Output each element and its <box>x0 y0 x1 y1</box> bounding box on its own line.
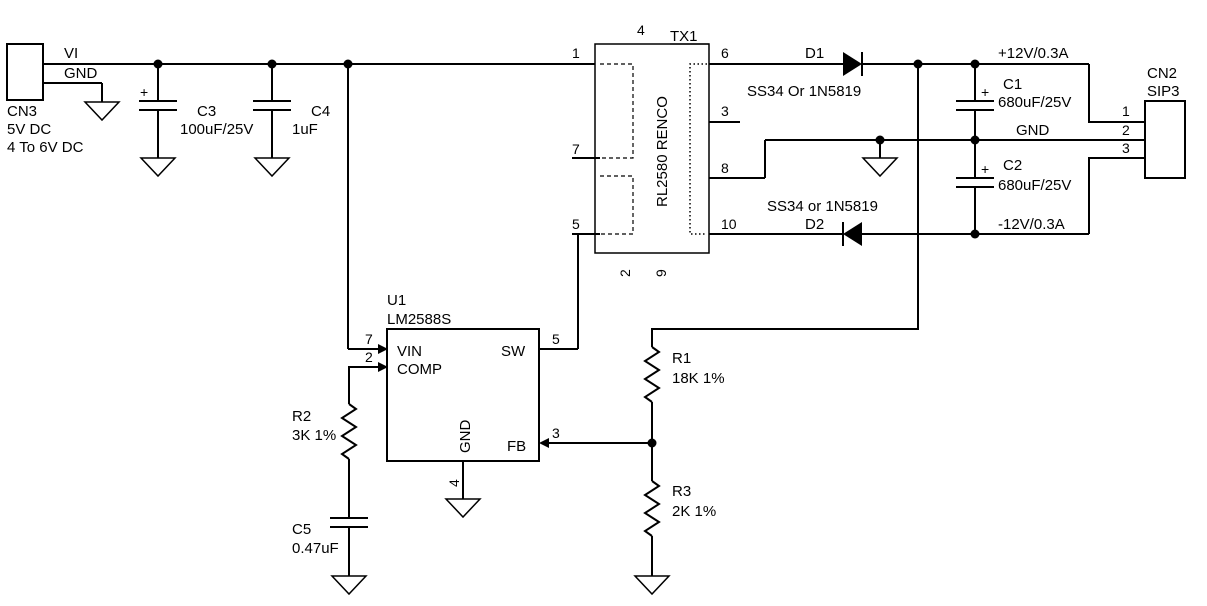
r3-ref: R3 <box>672 483 691 500</box>
c3-ground-symbol <box>140 157 176 177</box>
d1-part: SS34 Or 1N5819 <box>747 83 861 100</box>
u1-ground-symbol <box>445 498 481 518</box>
tx1-transformer: TX1 RL2580 RENCO 1 4 7 5 2 9 6 3 8 10 <box>572 22 843 277</box>
u1-pin-vin-label: VIN <box>397 343 422 360</box>
c5-ref: C5 <box>292 521 311 538</box>
tx1-pin-5: 5 <box>572 216 580 232</box>
rail-neg-label: -12V/0.3A <box>998 216 1065 233</box>
output-ground-symbol <box>862 157 898 177</box>
c1-polarity: + <box>981 84 989 100</box>
c2-value: 680uF/25V <box>998 177 1071 194</box>
u1-pin-sw-label: SW <box>501 343 526 360</box>
compensation-network: R2 3K 1% C5 0.47uF <box>292 362 388 595</box>
tx1-pin-6: 6 <box>721 45 729 61</box>
tx1-pin-1: 1 <box>572 45 580 61</box>
c3-value: 100uF/25V <box>180 121 253 138</box>
u1-pin-comp-number: 2 <box>365 349 373 365</box>
tx1-pin-9: 9 <box>653 269 669 277</box>
u1-pin-fb-number: 3 <box>552 425 560 441</box>
sw-net-wire <box>539 233 600 350</box>
d2-ref: D2 <box>805 216 824 233</box>
c3-polarity: + <box>140 84 148 100</box>
cn3-range: 4 To 6V DC <box>7 139 84 156</box>
c3-capacitor: + C3 100uF/25V <box>139 59 253 177</box>
c5-ground-symbol <box>331 575 367 595</box>
tx1-pin-10: 10 <box>721 216 737 232</box>
u1-ref: U1 <box>387 292 406 309</box>
d2-part: SS34 or 1N5819 <box>767 198 878 215</box>
vin-feed-wire <box>343 59 388 354</box>
c1-ref: C1 <box>1003 76 1022 93</box>
tx1-pin-2: 2 <box>617 269 633 277</box>
u1-pin-sw-number: 5 <box>552 331 560 347</box>
cn3-voltage: 5V DC <box>7 121 51 138</box>
tx1-ref: TX1 <box>670 28 698 45</box>
cn2-pin-1: 1 <box>1122 103 1130 119</box>
cn3-pin-vi: VI <box>64 45 78 62</box>
cn2-type: SIP3 <box>1147 83 1180 100</box>
u1-pin-vin-number: 7 <box>365 331 373 347</box>
cn3-connector: VI GND CN3 5V DC 4 To 6V DC <box>6 43 595 156</box>
feedback-divider: R1 18K 1% R3 2K 1% <box>539 64 919 595</box>
tx1-pin-7: 7 <box>572 141 580 157</box>
u1-regulator: U1 LM2588S VIN COMP SW FB GND 7 2 5 3 4 <box>365 292 560 518</box>
u1-pin-gnd-label: GND <box>457 420 474 454</box>
c4-value: 1uF <box>292 121 318 138</box>
cn3-ground-symbol <box>84 101 120 121</box>
u1-pin-fb-label: FB <box>507 438 526 455</box>
tx1-pin-8: 8 <box>721 160 729 176</box>
tx1-pin-3: 3 <box>721 103 729 119</box>
r1-ref: R1 <box>672 350 691 367</box>
cn2-ref: CN2 <box>1147 65 1177 82</box>
cn3-pin-gnd: GND <box>64 65 98 82</box>
r1-value: 18K 1% <box>672 370 725 387</box>
output-capacitors: + C1 680uF/25V + C2 680uF/25V <box>765 59 1145 239</box>
c4-capacitor: C4 1uF <box>253 59 330 177</box>
c4-ground-symbol <box>254 157 290 177</box>
r2-ref: R2 <box>292 408 311 425</box>
c3-ref: C3 <box>197 103 216 120</box>
rail-pos-label: +12V/0.3A <box>998 45 1068 62</box>
c5-value: 0.47uF <box>292 540 339 557</box>
d1-ref: D1 <box>805 45 824 62</box>
c1-value: 680uF/25V <box>998 94 1071 111</box>
r3-ground-symbol <box>634 575 670 595</box>
tx1-part: RL2580 RENCO <box>654 96 671 207</box>
cn2-pin-3: 3 <box>1122 140 1130 156</box>
tx1-pin-4: 4 <box>637 22 645 38</box>
u1-pin-gnd-number: 4 <box>446 479 462 487</box>
cn3-ref: CN3 <box>7 103 37 120</box>
c2-polarity: + <box>981 161 989 177</box>
c4-ref: C4 <box>311 103 330 120</box>
u1-part: LM2588S <box>387 311 451 328</box>
c2-ref: C2 <box>1003 157 1022 174</box>
cn2-connector: CN2 SIP3 1 2 3 <box>1088 64 1186 234</box>
cn2-pin-2: 2 <box>1122 122 1130 138</box>
rail-gnd-label: GND <box>1016 122 1050 139</box>
r2-value: 3K 1% <box>292 427 336 444</box>
u1-pin-comp-label: COMP <box>397 361 442 378</box>
r3-value: 2K 1% <box>672 503 716 520</box>
